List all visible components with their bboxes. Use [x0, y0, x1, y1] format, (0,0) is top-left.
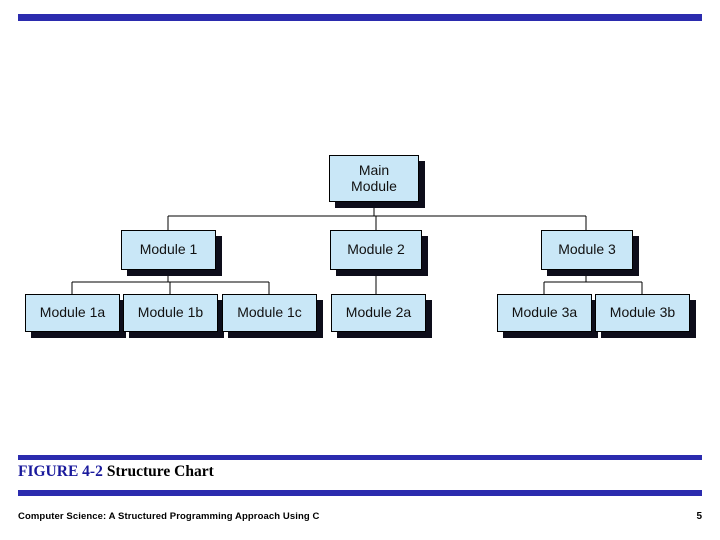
node-module-2[interactable]: Module 2	[330, 230, 422, 270]
node-label: Module 3	[558, 241, 616, 258]
node-module-1b[interactable]: Module 1b	[123, 294, 218, 332]
top-rule	[18, 14, 702, 21]
node-label: Module 3b	[609, 304, 676, 321]
node-module-1c[interactable]: Module 1c	[222, 294, 317, 332]
node-label: Module 1c	[237, 304, 302, 321]
node-module-3a[interactable]: Module 3a	[497, 294, 592, 332]
node-label: Module 1	[139, 241, 198, 258]
page-number: 5	[696, 511, 702, 522]
footer-book-title: Computer Science: A Structured Programmi…	[18, 511, 320, 522]
node-module-1[interactable]: Module 1	[121, 230, 216, 270]
node-label: Module 2	[347, 241, 405, 258]
figure-label: FIGURE 4-2	[18, 463, 103, 480]
node-module-3[interactable]: Module 3	[541, 230, 633, 270]
node-label: Module 2a	[345, 304, 412, 321]
node-label: Module 1a	[39, 304, 106, 321]
node-module-1a[interactable]: Module 1a	[25, 294, 120, 332]
bottom-rule	[18, 490, 702, 496]
node-module-2a[interactable]: Module 2a	[331, 294, 426, 332]
middle-rule	[18, 455, 702, 460]
node-module-3b[interactable]: Module 3b	[595, 294, 690, 332]
structure-chart: Main Module Module 1 Module 2 Module 3 M…	[25, 155, 696, 338]
figure-title: Structure Chart	[106, 463, 214, 480]
node-label: Module 1b	[137, 304, 204, 321]
connector-lines	[71, 202, 643, 294]
node-label: Module 3a	[511, 304, 578, 321]
node-main-module[interactable]: Main Module	[329, 155, 419, 202]
node-label: Main Module	[351, 161, 397, 194]
